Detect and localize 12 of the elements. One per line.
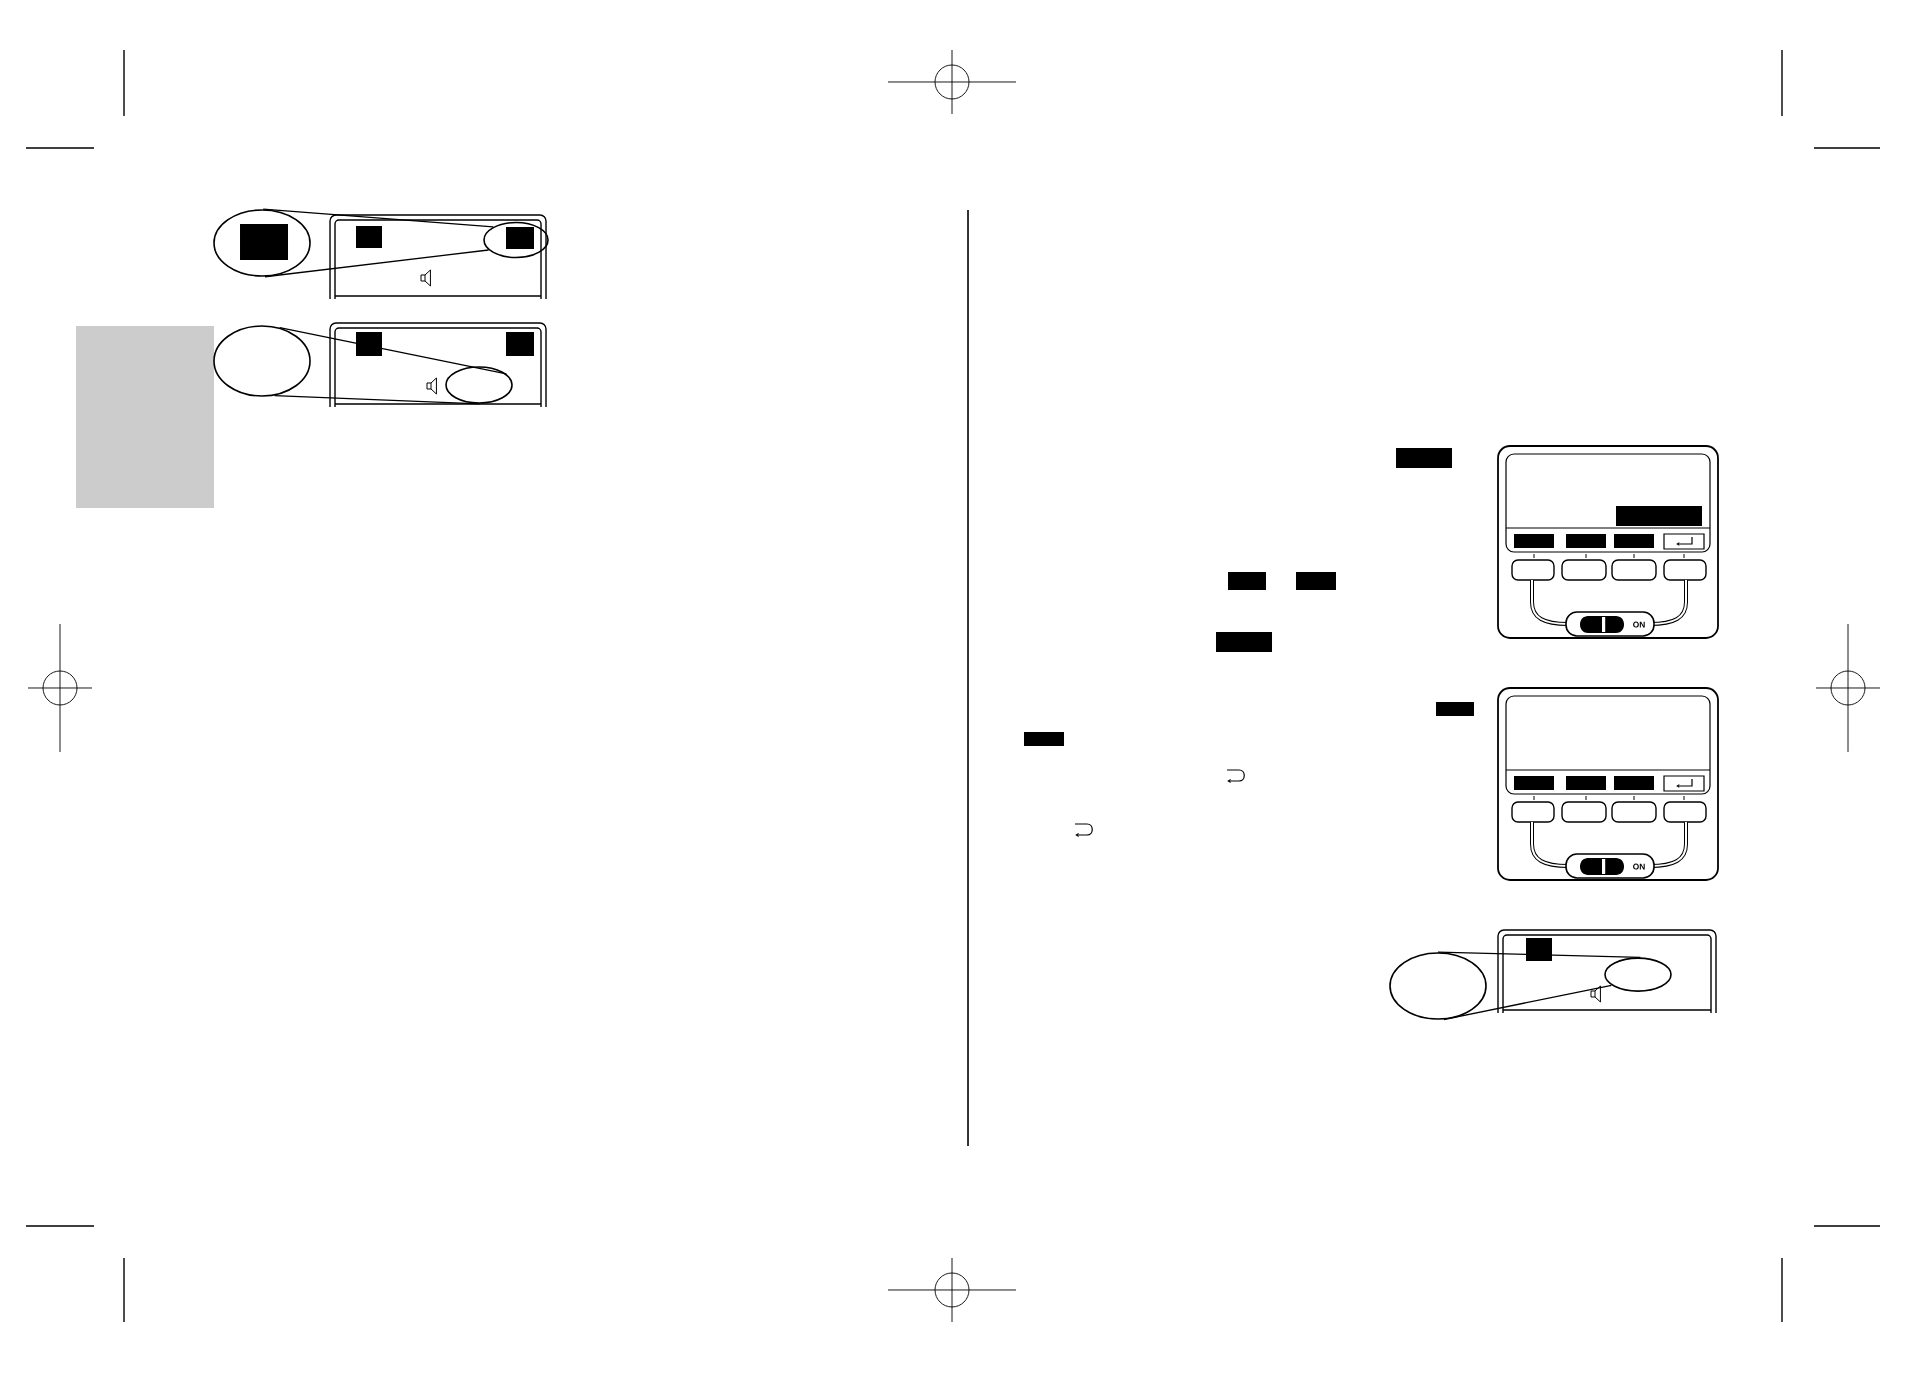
magnifier-line: [262, 208, 494, 228]
magnifier-ellipse: [213, 325, 311, 397]
highlight-ellipse: [483, 221, 549, 259]
magnifier-line: [273, 394, 481, 405]
magnifier-ellipse: [213, 209, 311, 277]
highlight-ellipse: [445, 366, 513, 404]
magnifier-line: [264, 249, 490, 278]
magnifier-line: [279, 327, 507, 375]
magnifier-ellipse: [1389, 952, 1487, 1020]
magnifier-line: [1437, 951, 1642, 958]
highlight-ellipse: [1604, 957, 1672, 992]
magnifier-line: [1443, 984, 1613, 1021]
